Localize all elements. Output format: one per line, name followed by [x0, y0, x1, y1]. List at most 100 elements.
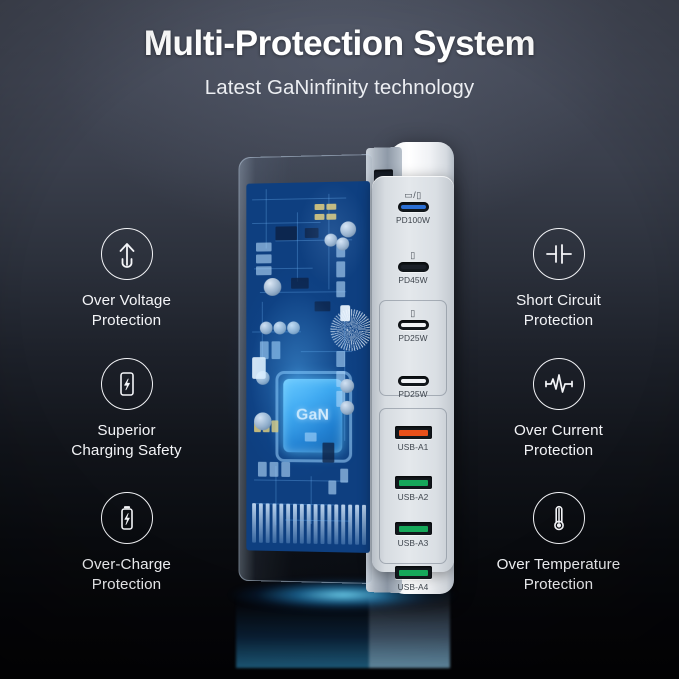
port-socket[interactable]	[398, 320, 429, 330]
port-usb-a3[interactable]: USB-A3	[372, 510, 454, 548]
pcb-component	[281, 462, 290, 477]
feature-label-line2: Protection	[476, 311, 641, 331]
pcb-trace	[252, 331, 301, 332]
pcb-component	[315, 204, 325, 210]
pcb-component	[315, 301, 331, 311]
pcb-trace	[252, 198, 346, 201]
pcb-component	[305, 228, 319, 238]
pcb-trace	[311, 476, 312, 524]
pcb-trace	[285, 519, 350, 521]
port-label: PD25W	[372, 389, 454, 399]
pcb-capacitor	[336, 237, 349, 250]
port-device-glyph-icon	[372, 510, 454, 521]
gan-chip-label: GaN	[296, 407, 329, 425]
pcb-capacitor	[260, 322, 273, 335]
pcb-trace	[254, 479, 348, 481]
feature-label-line1: Over Current	[476, 421, 641, 441]
charging-station-product: GaN ▭/▯PD100W ▯PD45W ▯PD25W PD25W USB-A1USB-…	[232, 136, 454, 598]
heatsink-fin	[293, 504, 297, 544]
pcb-component	[272, 420, 279, 432]
feature-label: Over-Charge Protection	[44, 555, 209, 595]
pcb-component	[336, 371, 345, 387]
feature-label-line2: Charging Safety	[44, 441, 209, 461]
feature-short-circuit: Short Circuit Protection	[476, 228, 641, 331]
heatsink-fin	[252, 503, 256, 543]
heatsink-fin	[300, 504, 304, 544]
port-usb-a4[interactable]: USB-A4	[372, 554, 454, 592]
heatsink-fin	[355, 505, 359, 545]
pcb-component	[291, 278, 309, 289]
port-socket[interactable]	[395, 476, 432, 489]
pcb-capacitor	[274, 321, 287, 334]
heatsink-fin	[273, 503, 277, 543]
feature-over-charge: Over-Charge Protection	[44, 492, 209, 595]
port-socket[interactable]	[395, 522, 432, 535]
phone-bolt-icon	[101, 358, 153, 410]
pcb-trace	[266, 189, 267, 248]
pcb-component	[336, 351, 345, 367]
port-pd45w[interactable]: ▯PD45W	[372, 250, 454, 285]
feature-label-line2: Protection	[44, 311, 209, 331]
port-pd25w[interactable]: PD25W	[372, 364, 454, 399]
port-device-glyph-icon	[372, 464, 454, 475]
port-label: USB-A4	[372, 582, 454, 592]
port-tongue	[399, 570, 428, 576]
page-title: Multi-Protection System	[0, 24, 679, 63]
port-tongue	[401, 379, 426, 383]
port-device-glyph-icon	[372, 414, 454, 425]
port-usb-a1[interactable]: USB-A1	[372, 414, 454, 452]
port-tongue	[401, 323, 426, 327]
pcb-component	[336, 391, 345, 407]
pcb-component	[260, 341, 269, 359]
port-pd100w[interactable]: ▭/▯PD100W	[372, 190, 454, 225]
port-tongue	[401, 205, 426, 209]
heatsink-fins	[252, 503, 366, 545]
feature-label-line1: Over-Charge	[44, 555, 209, 575]
pcb-component	[256, 266, 272, 275]
port-label: USB-A1	[372, 442, 454, 452]
pcb-trace	[275, 239, 352, 241]
feature-over-current: Over Current Protection	[476, 358, 641, 461]
header: Multi-Protection System Latest GaNinfini…	[0, 0, 679, 100]
feature-label: Over Current Protection	[476, 421, 641, 461]
port-socket[interactable]	[398, 376, 429, 386]
port-device-glyph-icon: ▯	[372, 308, 454, 319]
port-device-glyph-icon: ▯	[372, 250, 454, 261]
pcb-component	[272, 341, 281, 359]
heatsink-fin	[362, 505, 366, 545]
pcb-trace	[328, 194, 329, 290]
heatsink-fin	[321, 504, 325, 544]
pcb-connector	[340, 305, 350, 321]
pcb-component	[336, 261, 345, 277]
inductor-coil	[330, 309, 370, 351]
pcb-component	[328, 480, 336, 494]
pcb-component	[270, 462, 279, 477]
page-subtitle: Latest GaNinfinity technology	[0, 76, 679, 100]
pcb-component	[275, 226, 296, 240]
transparent-case: GaN	[239, 154, 372, 584]
pcb-trace	[260, 291, 346, 293]
pcb-trace	[344, 321, 345, 441]
feature-label: Superior Charging Safety	[44, 421, 209, 461]
port-pd25w[interactable]: ▯PD25W	[372, 308, 454, 343]
port-socket[interactable]	[398, 262, 429, 272]
port-socket[interactable]	[398, 202, 429, 212]
over-voltage-arrow-icon	[101, 228, 153, 280]
feature-label-line1: Over Temperature	[476, 555, 641, 575]
port-socket[interactable]	[395, 426, 432, 439]
heatsink-fin	[334, 504, 338, 544]
heatsink-fin	[286, 504, 290, 544]
port-socket[interactable]	[395, 566, 432, 579]
heatsink-fin	[348, 505, 352, 545]
gan-chip: GaN	[283, 379, 342, 453]
port-tongue	[399, 430, 428, 436]
feature-label-line2: Protection	[476, 575, 641, 595]
pcb-capacitor	[254, 412, 271, 430]
heatsink-fin	[327, 504, 331, 544]
port-usb-a2[interactable]: USB-A2	[372, 464, 454, 502]
chip-ring	[275, 371, 352, 463]
pcb-capacitor	[256, 371, 270, 385]
pcb-connector	[252, 357, 266, 379]
feature-label: Short Circuit Protection	[476, 291, 641, 331]
